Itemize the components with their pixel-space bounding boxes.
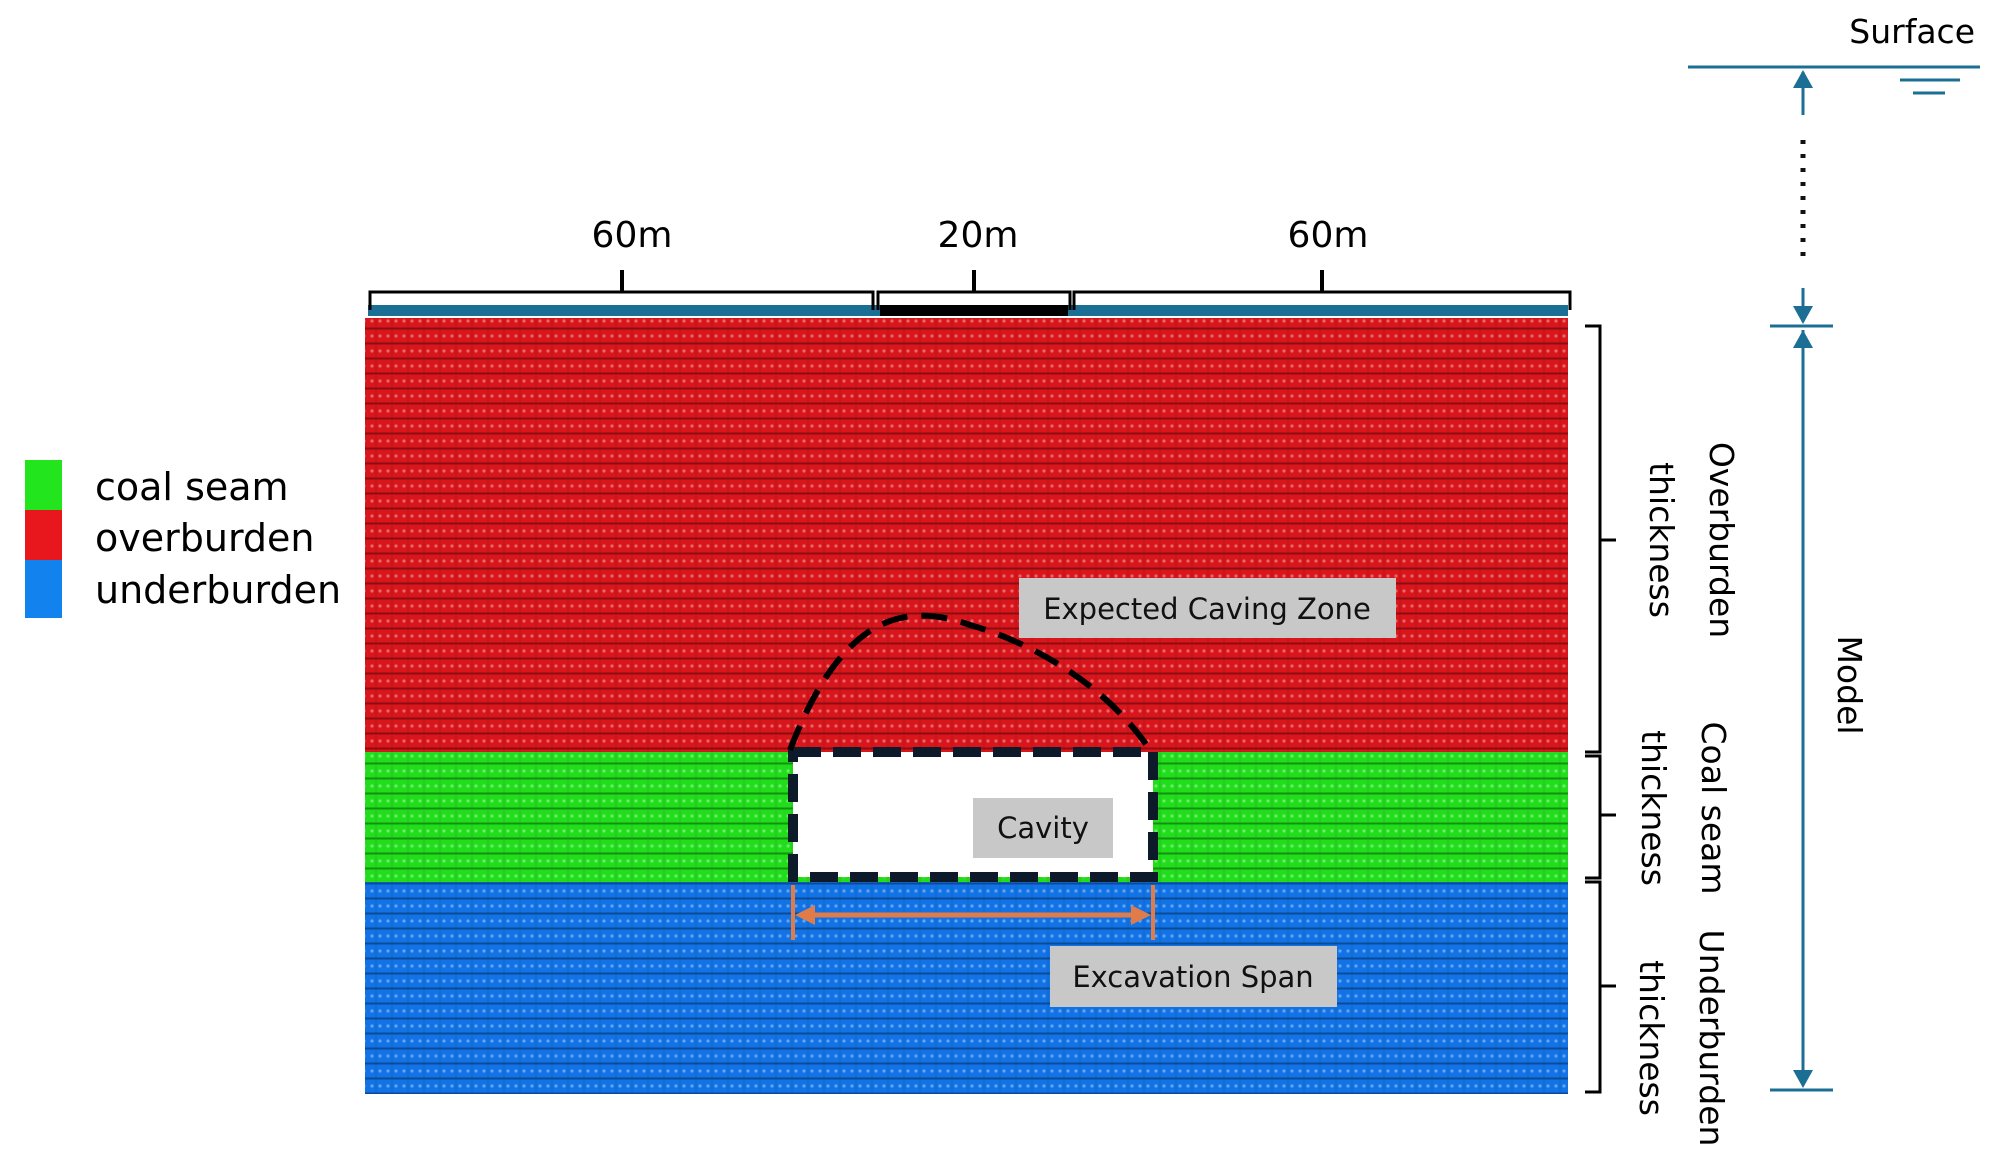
surface-label: Surface [1849,12,1975,51]
dim-middle-label: 20m [938,215,1019,256]
underburden-thickness-label-2: thickness [1632,960,1671,1116]
overburden-layer [365,318,1568,752]
model-arrowheads [1793,70,1813,1088]
legend-label-coal: coal seam [95,465,289,509]
thickness-brackets [1585,324,1616,1094]
overburden-thickness-label-2: thickness [1642,462,1681,618]
model-height-marker [1770,72,1833,1092]
dimension-brackets [368,270,1572,316]
legend-swatch-underburden [25,560,62,618]
excavation-span-label: Excavation Span [1072,960,1313,994]
legend-swatch-coal [25,460,62,512]
model-label: Model [1830,635,1869,734]
caving-zone-label: Expected Caving Zone [1043,592,1371,626]
dim-left-label: 60m [592,215,673,256]
excavation-span-arrow [791,885,1155,940]
cavity-label: Cavity [997,811,1089,845]
caving-zone-arch [787,612,1153,752]
caving-zone-label-box [1019,578,1396,638]
overburden-thickness-label-1: Overburden [1702,442,1741,638]
legend-swatch-overburden [25,510,62,562]
surface-symbol [1688,65,1980,95]
coal-thickness-label-1: Coal seam [1694,722,1733,895]
dim-right-label: 60m [1288,215,1369,256]
excavation-span-label-box [1050,946,1337,1007]
legend-label-overburden: overburden [95,516,314,560]
underburden-thickness-label-1: Underburden [1692,930,1731,1147]
legend: coal seam overburden underburden [25,460,341,618]
coal-thickness-label-2: thickness [1634,730,1673,886]
legend-label-underburden: underburden [95,568,341,612]
cavity-label-box [973,798,1113,858]
